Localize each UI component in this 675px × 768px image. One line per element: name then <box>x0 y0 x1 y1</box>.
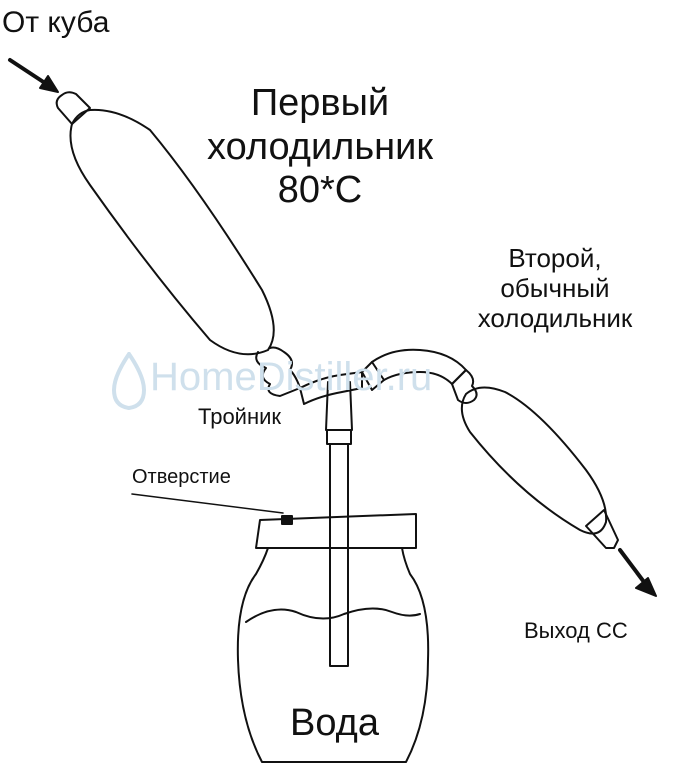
tee-collar <box>326 429 352 445</box>
label-first-condenser: Первый холодильник 80*С <box>180 82 460 213</box>
second-condenser-line-2: обычный <box>500 272 610 303</box>
second-condenser-line-1: Второй, <box>508 243 602 273</box>
watermark-text: HomeDistiller.ru <box>150 355 433 399</box>
jar-lid <box>255 513 417 549</box>
vapor-tube <box>329 443 349 667</box>
second-condenser-inlet <box>451 369 478 404</box>
jar-body <box>236 547 430 763</box>
second-condenser-body <box>460 386 608 535</box>
label-from-still: От куба <box>2 6 110 39</box>
outlet-nozzle <box>585 509 619 549</box>
outlet-arrow <box>618 548 657 597</box>
first-condenser-line-1: Первый <box>250 82 390 124</box>
water-surface <box>245 607 421 623</box>
first-condenser-outlet <box>255 346 301 397</box>
first-condenser-line-2: холодильник <box>207 125 433 168</box>
watermark-drop-icon <box>111 352 147 411</box>
second-condenser-line-3: холодильник <box>477 302 633 333</box>
inlet-nozzle <box>55 91 91 125</box>
label-hole: Отверстие <box>132 466 231 488</box>
label-tee: Тройник <box>198 404 282 429</box>
label-output: Выход СС <box>524 618 628 643</box>
first-condenser-body <box>69 108 275 356</box>
label-second-condenser: Второй, обычный холодильник <box>440 243 670 334</box>
inlet-arrow <box>8 58 59 93</box>
first-condenser-line-3: 80*С <box>277 169 363 212</box>
label-water: Вода <box>290 702 379 744</box>
hole-pointer-line <box>131 493 284 514</box>
lid-hole <box>281 515 293 525</box>
tee-pipe <box>299 371 363 405</box>
